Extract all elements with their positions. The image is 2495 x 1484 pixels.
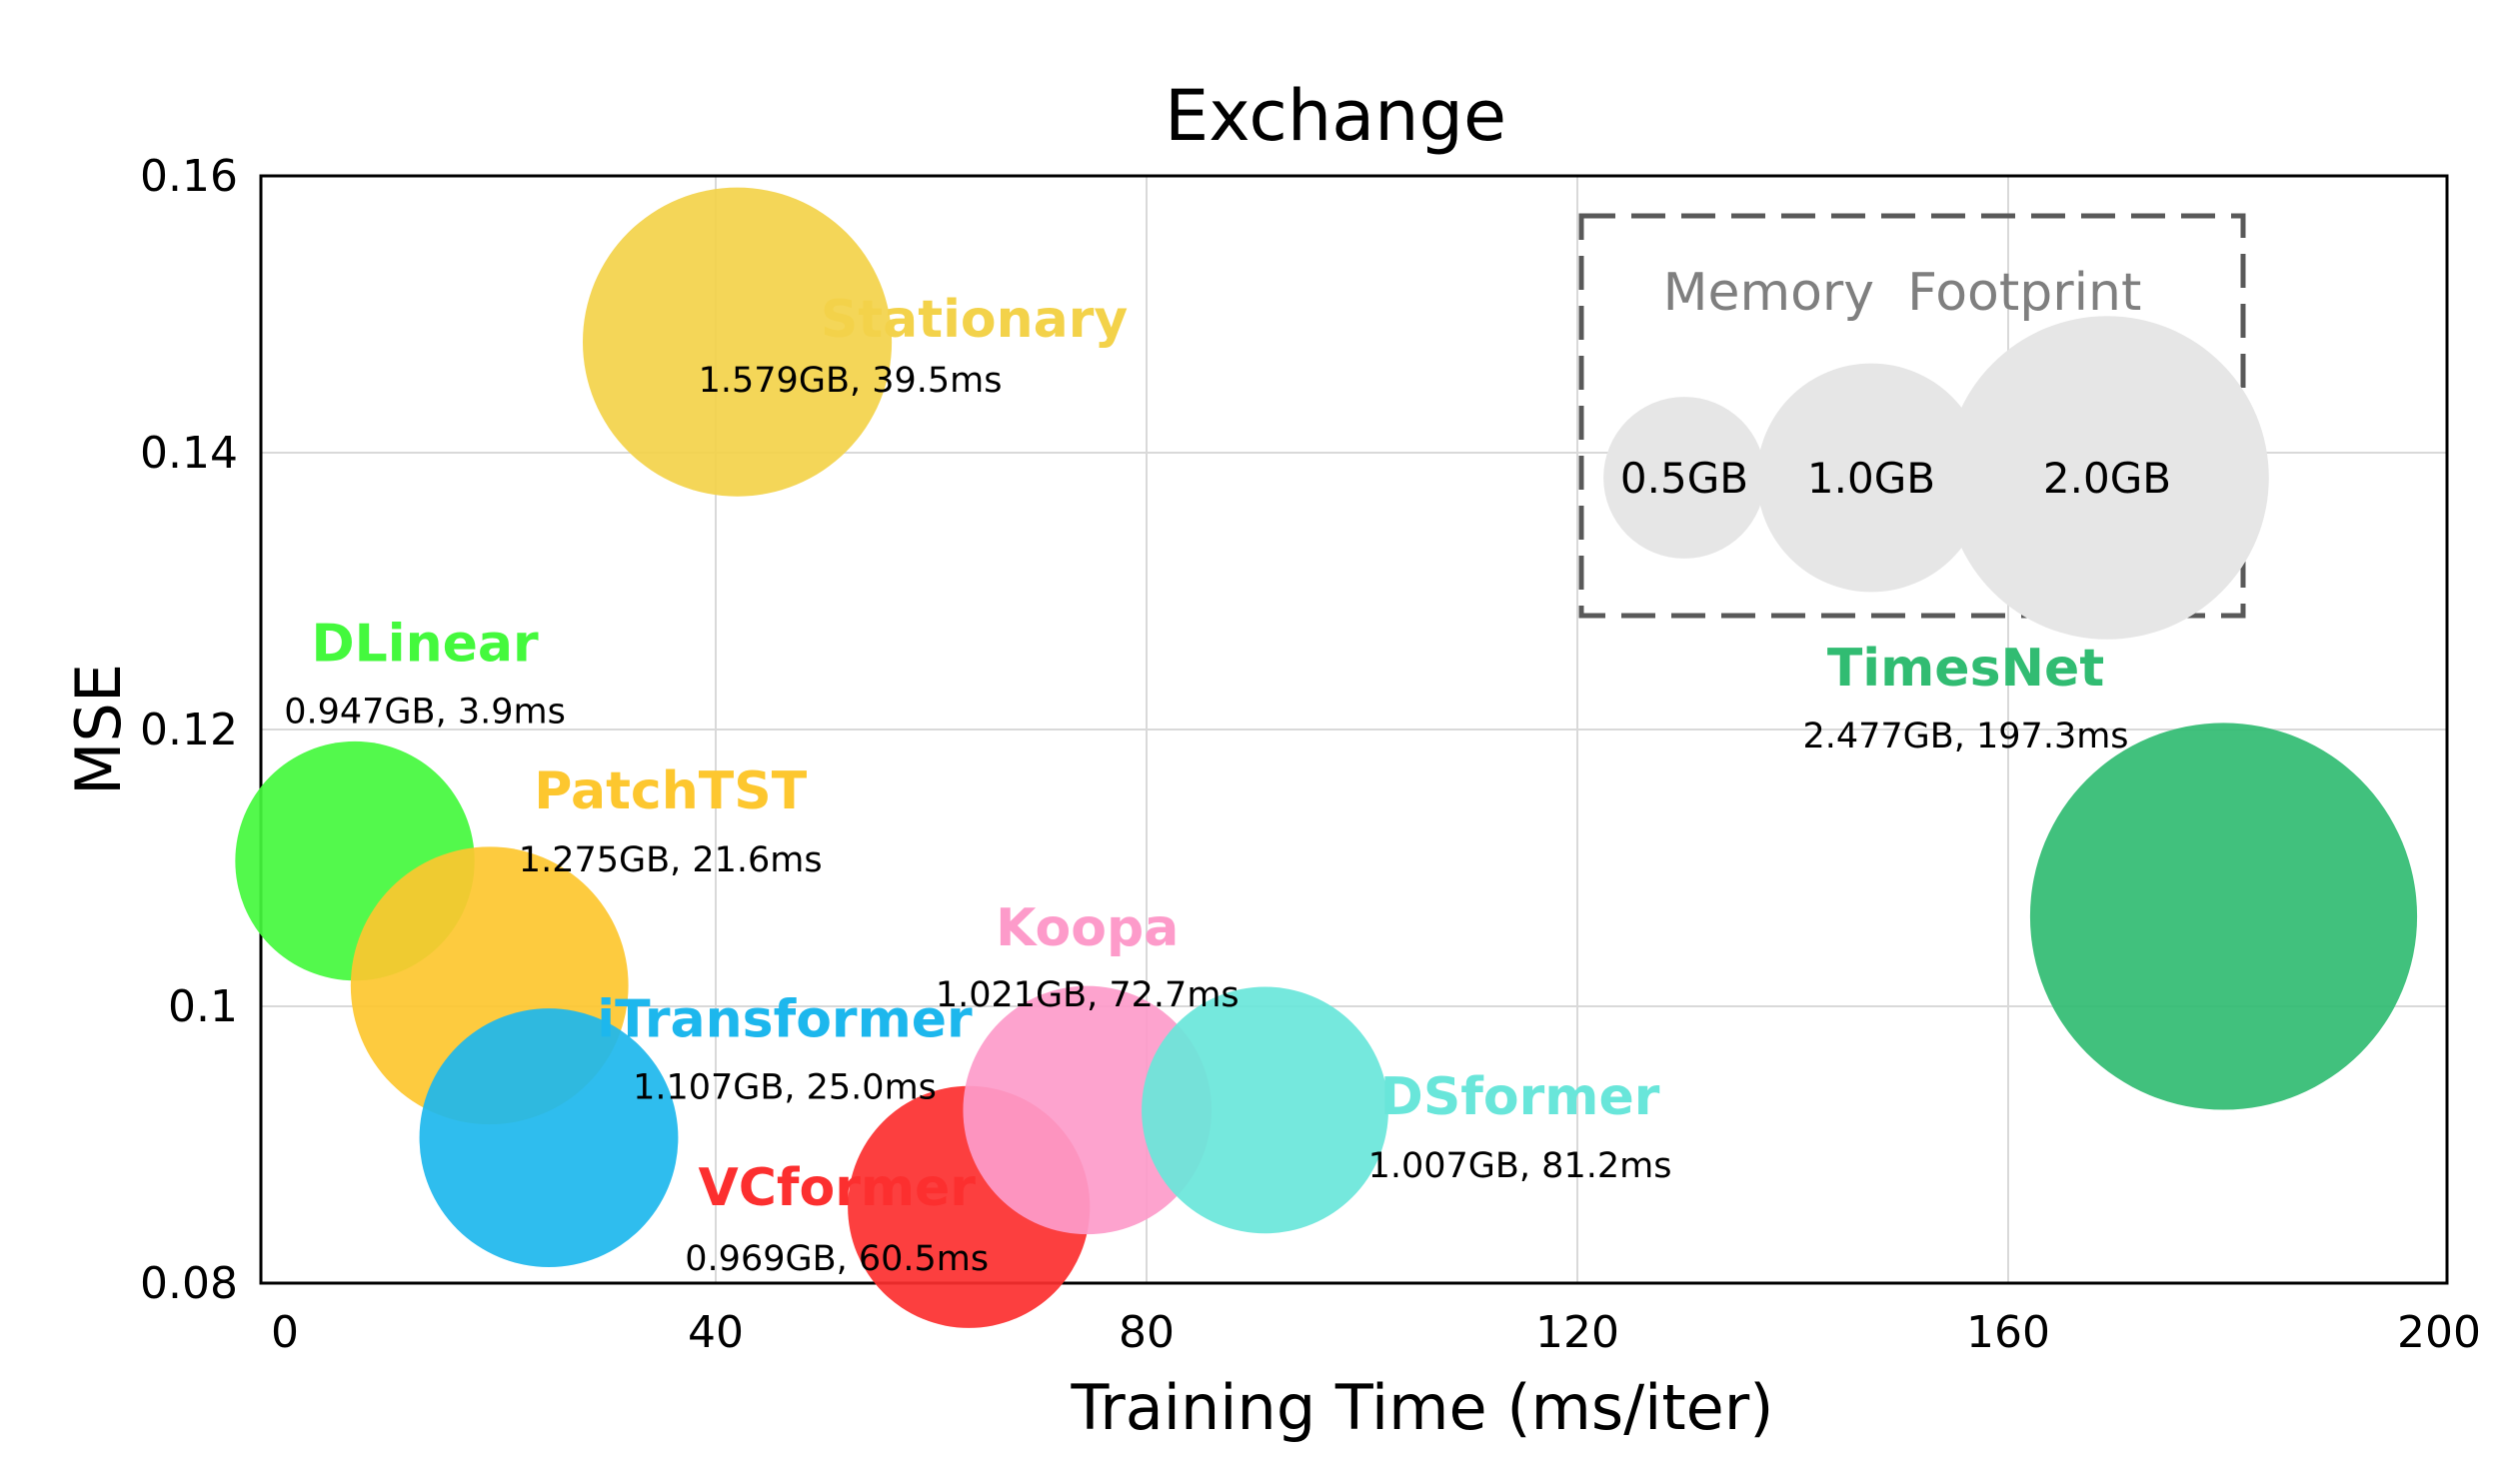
memory-legend: Memory Footprint 0.5GB 1.0GB 2.0GB <box>1578 213 2269 640</box>
x-tick-label: 80 <box>1119 1307 1175 1358</box>
x-axis-label: Training Time (ms/iter) <box>1071 1371 1774 1444</box>
bubble-dsformer <box>1142 986 1388 1234</box>
bubble-name-itransformer: iTransformer <box>597 990 973 1050</box>
bubble-timesnet <box>2029 723 2418 1110</box>
legend-bubble-0 <box>1603 397 1765 559</box>
x-tick-label: 200 <box>2397 1307 2481 1358</box>
x-tick-label: 40 <box>688 1307 744 1358</box>
bubble-info-dsformer: 1.007GB, 81.2ms <box>1368 1146 1672 1186</box>
bubble-info-vcformer: 0.969GB, 60.5ms <box>685 1239 989 1279</box>
y-tick-label: 0.1 <box>168 981 238 1032</box>
legend-title: Memory Footprint <box>1663 263 2142 323</box>
chart-title: Exchange <box>1165 75 1506 157</box>
bubble-info-itransformer: 1.107GB, 25.0ms <box>633 1068 937 1108</box>
y-tick-label: 0.08 <box>140 1258 238 1309</box>
bubble-name-vcformer: VCformer <box>698 1158 976 1218</box>
legend-bubble-2 <box>1945 316 2269 640</box>
plot-frame <box>259 174 2449 1285</box>
y-tick-label: 0.14 <box>140 428 238 479</box>
bubble-name-koopa: Koopa <box>996 898 1179 958</box>
legend-bubble-1 <box>1756 363 1986 593</box>
bubble-series <box>235 187 2418 1328</box>
bubble-name-dlinear: DLinear <box>311 615 539 675</box>
bubble-name-timesnet: TimesNet <box>1827 639 2104 699</box>
bubble-info-timesnet: 2.477GB, 197.3ms <box>1802 717 2128 756</box>
y-tick-label: 0.16 <box>140 151 238 202</box>
bubble-name-patchtst: PatchTST <box>534 761 807 821</box>
bubble-info-dlinear: 0.947GB, 3.9ms <box>284 693 566 733</box>
x-tick-label: 160 <box>1966 1307 2050 1358</box>
legend-label-2: 2.0GB <box>2043 454 2171 503</box>
bubble-info-stationary: 1.579GB, 39.5ms <box>699 361 1003 401</box>
bubble-koopa <box>963 985 1213 1235</box>
legend-items: 0.5GB 1.0GB 2.0GB <box>1603 316 2269 640</box>
x-axis-ticks: 0 40 80 120 160 200 <box>271 1307 2481 1358</box>
legend-label-1: 1.0GB <box>1807 454 1935 503</box>
y-axis-label: MSE <box>62 664 135 795</box>
x-tick-label: 0 <box>271 1307 299 1358</box>
bubble-itransformer <box>419 1008 679 1267</box>
bubble-stationary <box>582 187 893 497</box>
y-axis-ticks: 0.08 0.1 0.12 0.14 0.16 <box>140 151 238 1309</box>
bubble-info-patchtst: 1.275GB, 21.6ms <box>519 840 823 880</box>
legend-label-0: 0.5GB <box>1620 454 1748 503</box>
x-tick-label: 120 <box>1535 1307 1619 1358</box>
bubble-info-koopa: 1.021GB, 72.7ms <box>936 975 1240 1015</box>
bubble-name-stationary: Stationary <box>821 290 1128 350</box>
bubble-name-dsformer: DSformer <box>1380 1067 1660 1127</box>
y-tick-label: 0.12 <box>140 705 238 755</box>
